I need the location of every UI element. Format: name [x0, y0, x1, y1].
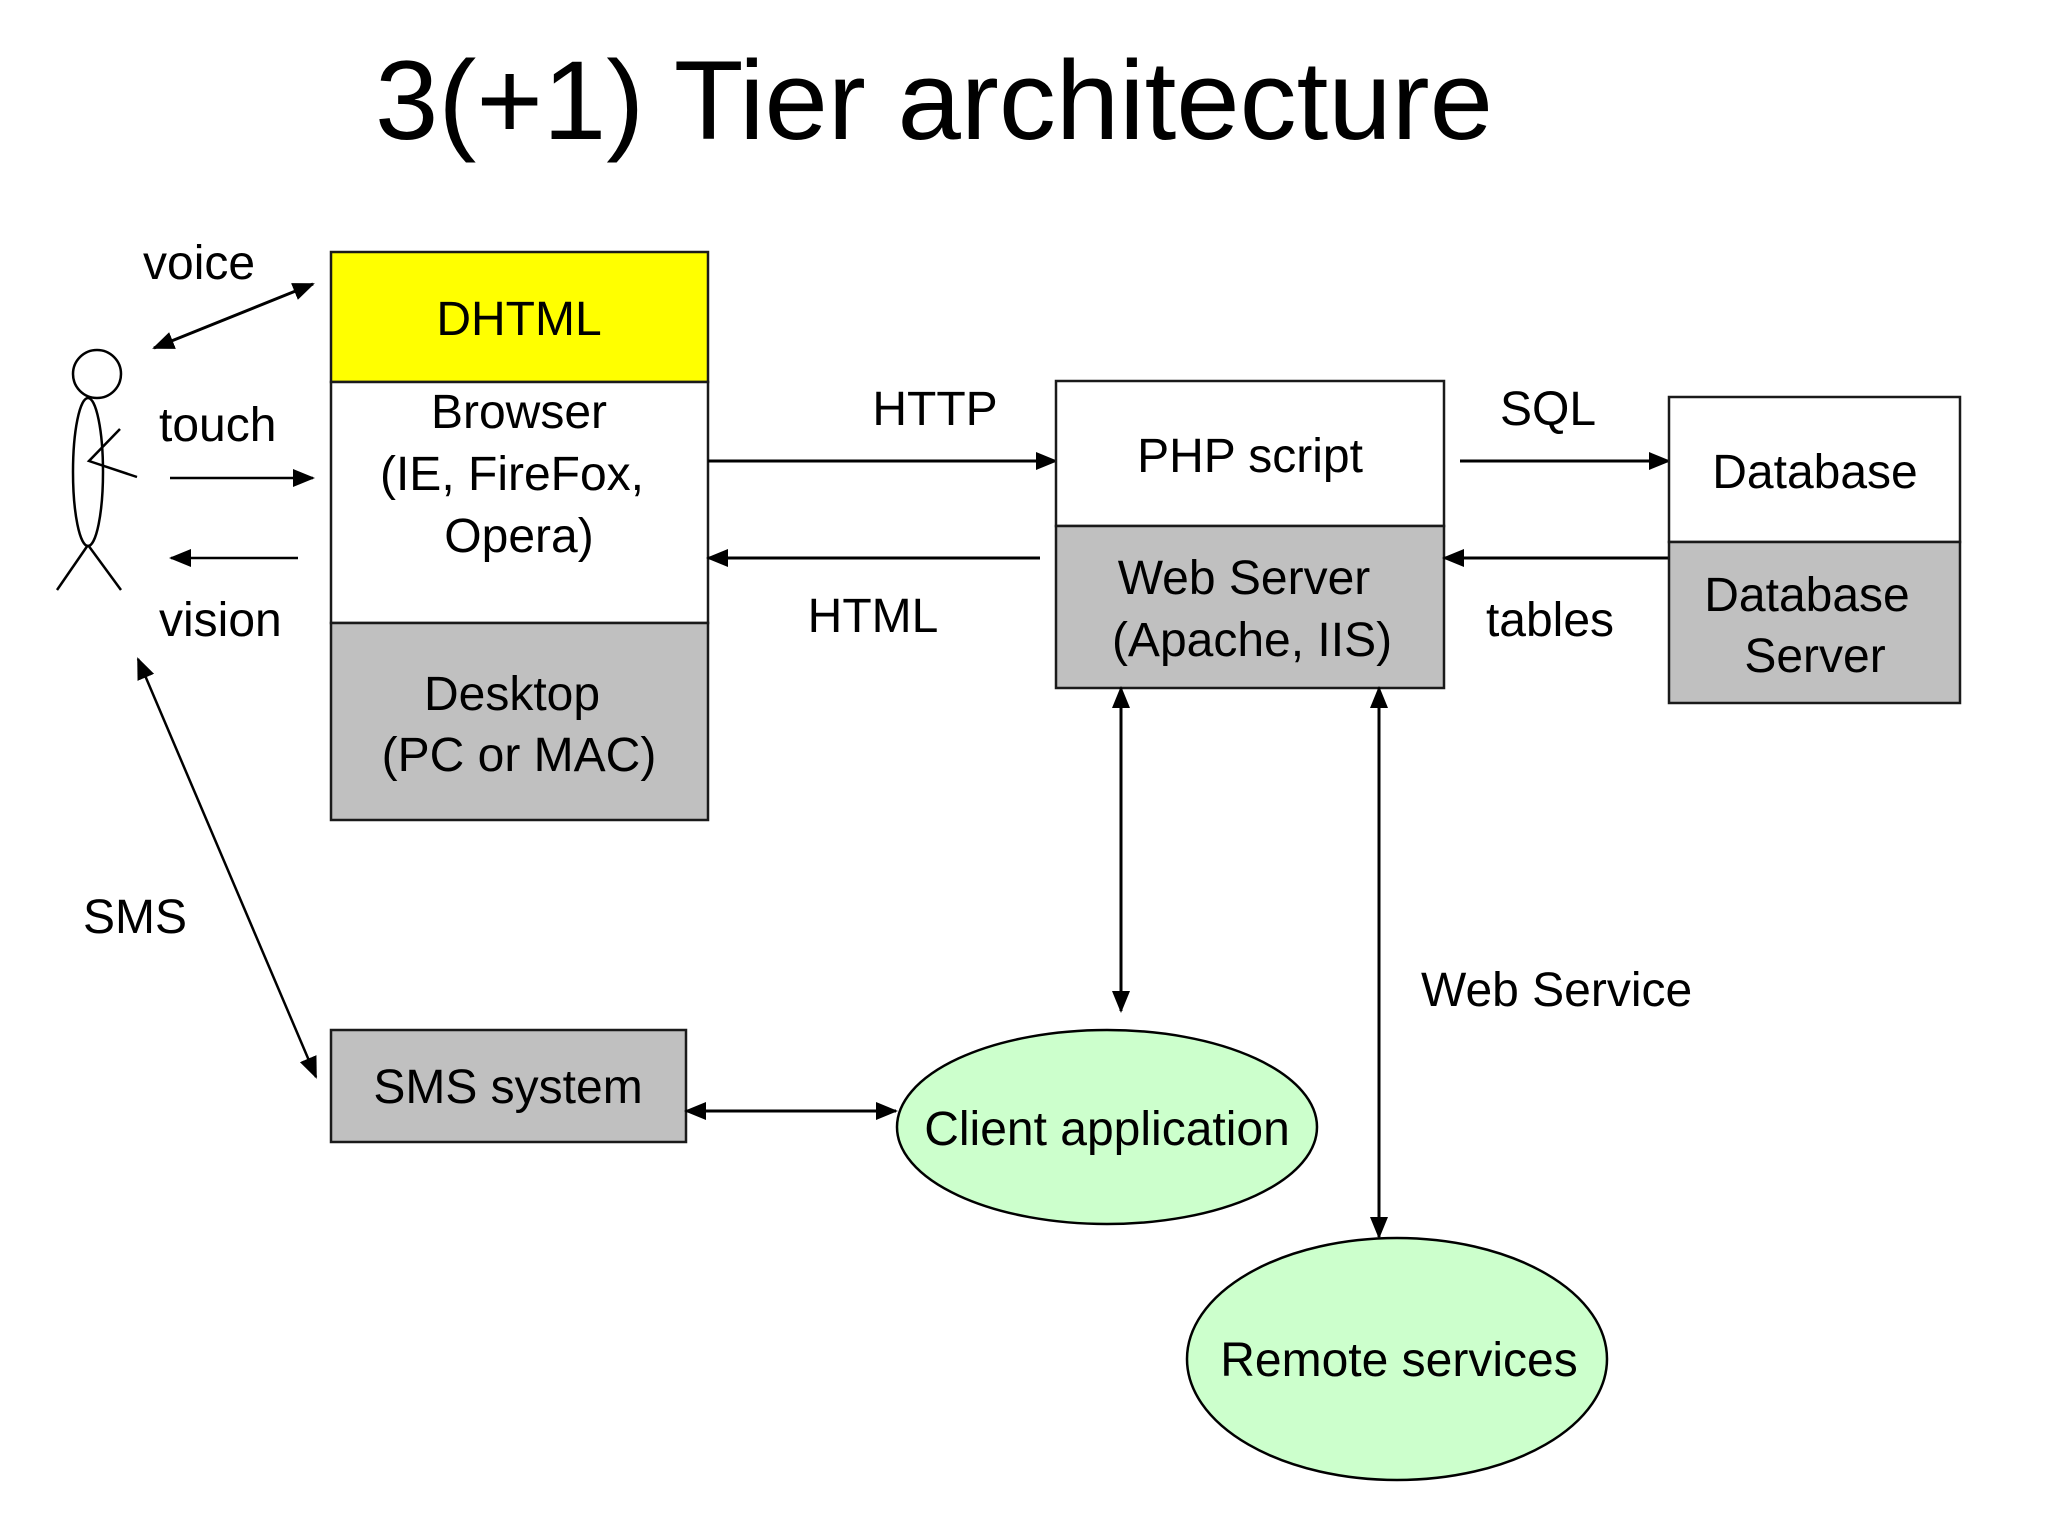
sms-label: SMS — [83, 891, 187, 944]
database-server-label-line2: Server — [1744, 630, 1885, 683]
html-label: HTML — [808, 590, 939, 643]
vision-label: vision — [159, 594, 282, 647]
database-label: Database — [1712, 446, 1917, 499]
stick-figure-user-icon — [55, 348, 138, 591]
voice-label: voice — [143, 237, 255, 290]
desktop-label-line2: (PC or MAC) — [382, 729, 657, 782]
browser-label-line1: Browser — [431, 386, 607, 439]
php-script-box — [1054, 379, 1446, 528]
browser-box — [329, 380, 710, 625]
sms-arrow — [136, 657, 318, 1079]
desktop-box — [329, 621, 710, 822]
http-label: HTTP — [872, 383, 997, 436]
tables-label: tables — [1486, 594, 1614, 647]
database-server-box — [1667, 540, 1962, 705]
client-application-label: Client application — [924, 1103, 1290, 1156]
web-server-label-line1: Web Server — [1118, 552, 1371, 605]
dhtml-label: DHTML — [436, 293, 601, 346]
web-server-label-line2: (Apache, IIS) — [1112, 614, 1392, 667]
client-tier-stack: DHTML Browser (IE, FireFox, Opera) Deskt… — [329, 250, 710, 822]
browser-label-line3: Opera) — [444, 510, 593, 563]
browser-label-line2: (IE, FireFox, — [380, 448, 644, 501]
sql-label: SQL — [1500, 383, 1596, 436]
voice-arrow — [152, 282, 315, 350]
remote-services-label: Remote services — [1220, 1334, 1577, 1387]
desktop-label-line1: Desktop — [424, 668, 600, 721]
sms-system-box — [329, 1028, 688, 1144]
remote-services-ellipse — [1185, 1236, 1609, 1482]
page-title: 3(+1) Tier architecture — [375, 38, 1493, 163]
database-box — [1667, 395, 1962, 544]
app-tier-stack: PHP script Web Server (Apache, IIS) — [1054, 379, 1446, 690]
web-server-box — [1054, 524, 1446, 690]
database-server-label-line1: Database — [1704, 569, 1909, 622]
data-tier-stack: Database Database Server — [1667, 395, 1962, 705]
php-script-label: PHP script — [1137, 430, 1363, 483]
web-service-label: Web Service — [1421, 964, 1692, 1017]
dhtml-box — [329, 250, 710, 384]
client-application-ellipse — [895, 1028, 1319, 1226]
sms-system-label: SMS system — [373, 1061, 642, 1114]
touch-label: touch — [159, 399, 276, 452]
